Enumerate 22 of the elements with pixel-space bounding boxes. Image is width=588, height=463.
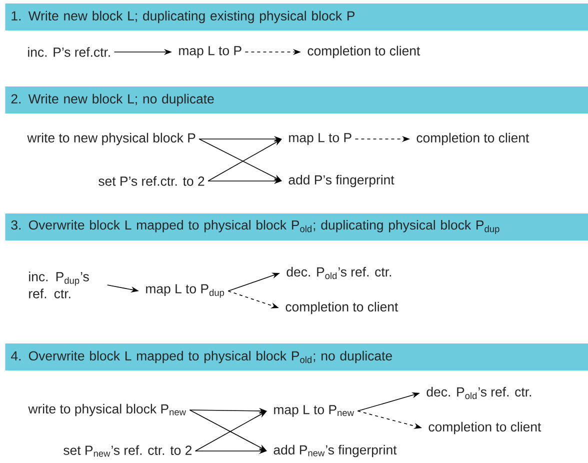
step-text: completion to client <box>286 302 398 314</box>
step-text: dec. P$_{old}$’s ref. ctr. <box>286 266 392 280</box>
step-text: add P’s fingerprint <box>288 174 394 188</box>
heading-band: 4. Overwrite block L mapped to physical block P$_{old}$; no duplicate <box>5 344 588 370</box>
step-text: completion to client <box>416 132 530 146</box>
heading-band: 2. Write new block L; no duplicate <box>5 86 588 114</box>
step-text: set P’s ref.ctr. to 2 <box>98 176 204 186</box>
heading-band: 3. Overwrite block L mapped to physical block P$_{old}$; duplicating physical block P$_{dup}$ <box>5 214 588 240</box>
step-text: write to physical block P$_{new}$ <box>28 404 186 416</box>
step-text: completion to client <box>308 46 420 58</box>
step-text: add P$_{new}$’s fingerprint <box>274 444 397 458</box>
step-text: map L to P$_{dup}$ <box>146 284 224 298</box>
step-text: dec. P$_{old}$’s ref. ctr. <box>426 386 532 400</box>
step-text: completion to client <box>428 422 542 434</box>
step-text: map L to P <box>289 133 352 145</box>
step-text: set P$_{new}$’s ref. ctr. to 2 <box>64 445 192 457</box>
step-text: write to new physical block P <box>27 132 196 146</box>
step-text: inc. P$_{dup}$’s ref. ctr. <box>29 272 89 298</box>
step-text: map L to P$_{new}$ <box>274 405 354 417</box>
step-text: inc. P’s ref.ctr. <box>28 47 110 57</box>
heading-band: 1. Write new block L; duplicating existing physical block P <box>5 4 588 30</box>
step-text: map L to P <box>179 46 242 58</box>
